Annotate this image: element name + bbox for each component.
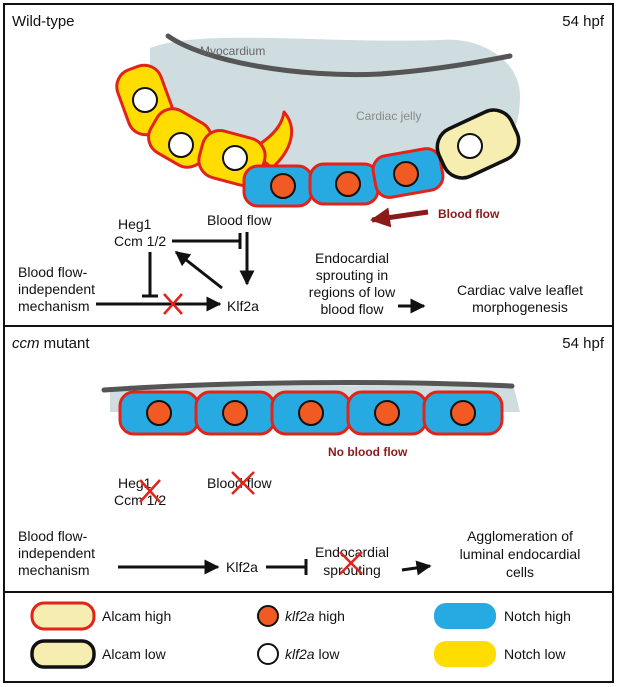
notch-low-label: Notch low — [504, 646, 566, 662]
legend-panel — [3, 591, 614, 683]
klf2a-label: Klf2a — [227, 298, 259, 314]
outcome-label: cells — [506, 564, 534, 580]
klf2a-low-swatch — [257, 643, 279, 665]
blood-flow-label: Blood flow — [207, 475, 272, 491]
myocardium — [101, 380, 515, 393]
arrow-sprouting-to-outcome — [401, 560, 432, 576]
ccm-mutant-panel — [3, 325, 614, 593]
legend-klf2a-high: klf2a high — [257, 605, 345, 627]
independent-mechanism-label: Blood flow- — [18, 528, 88, 544]
outcome-label: luminal endocardial — [460, 546, 581, 562]
klf2a-high-swatch — [257, 605, 279, 627]
sprouting-label: Endocardial — [315, 250, 389, 266]
independent-mechanism-label: independent — [18, 545, 95, 561]
notch-high-label: Notch high — [504, 608, 571, 624]
legend-notch-high: Notch high — [434, 603, 571, 629]
alcam-low-label: Alcam low — [102, 646, 167, 662]
independent-mechanism-label: Blood flow- — [18, 264, 88, 280]
cardiac-jelly-label: Cardiac jelly — [356, 109, 421, 123]
klf2a-high-nucleus — [393, 161, 419, 187]
klf2a-high-nucleus — [374, 400, 400, 426]
blood-flow-arrow — [370, 207, 429, 228]
outcome-label: Agglomeration of — [467, 528, 573, 544]
notch-high-swatch — [434, 603, 496, 629]
klf2a-high-nucleus — [146, 400, 172, 426]
heg1-label: Heg1 — [118, 216, 152, 232]
valve-label: morphogenesis — [472, 299, 568, 315]
klf2a-low-nucleus — [222, 145, 248, 171]
myocardium-label: Myocardium — [200, 44, 265, 58]
alcam-high-swatch — [30, 601, 96, 631]
wild-type-stage: 54 hpf — [562, 13, 605, 30]
independent-mechanism-label: mechanism — [18, 298, 90, 314]
wild-type-title: Wild-type — [12, 13, 75, 30]
valve-label: Cardiac valve leaflet — [457, 282, 583, 298]
legend-alcam-high: Alcam high — [30, 601, 171, 631]
sprouting-label: regions of low — [309, 284, 396, 300]
independent-mechanism-label: independent — [18, 281, 95, 297]
sprouting-label: Endocardial — [315, 544, 389, 560]
heg1-label: Heg1 — [118, 475, 152, 491]
sprouting-label: sprouting in — [316, 267, 388, 283]
klf2a-low-nucleus — [457, 133, 483, 159]
notch-low-swatch — [434, 641, 496, 667]
klf2a-high-nucleus — [450, 400, 476, 426]
klf2a-high-nucleus — [222, 400, 248, 426]
legend-alcam-low: Alcam low — [30, 639, 167, 669]
no-blood-flow-label: No blood flow — [328, 445, 408, 459]
myocardium — [165, 33, 513, 78]
klf2a-high-label: klf2a high — [285, 608, 345, 624]
alcam-high-label: Alcam high — [102, 608, 171, 624]
sprouting-label: blood flow — [320, 301, 384, 317]
klf2a-high-nucleus — [298, 400, 324, 426]
heg1-loss-cross — [139, 479, 161, 503]
legend-klf2a-low: klf2a low — [257, 643, 340, 665]
klf2a-high-nucleus — [270, 173, 296, 199]
alcam-low-swatch — [30, 639, 96, 669]
ccm-mutant-stage: 54 hpf — [562, 335, 605, 352]
klf2a-high-nucleus — [335, 171, 361, 197]
ccm-mutant-title: ccm mutant — [12, 335, 90, 352]
ccm-label: Ccm 1/2 — [114, 233, 166, 249]
klf2a-low-nucleus — [132, 87, 158, 113]
sprouting-loss-cross — [339, 551, 363, 575]
blood-flow-label: Blood flow — [207, 212, 272, 228]
arrow-klf2a-to-ccm — [174, 250, 223, 290]
blood-flow-arrow-label: Blood flow — [438, 207, 500, 221]
independent-mechanism-label: mechanism — [18, 562, 90, 578]
blood-flow-loss-cross — [231, 471, 255, 495]
sprouting-label: sprouting — [323, 562, 381, 578]
inhibition-cross — [163, 293, 183, 315]
legend-notch-low: Notch low — [434, 641, 566, 667]
klf2a-low-label: klf2a low — [285, 646, 340, 662]
klf2a-label: Klf2a — [226, 559, 258, 575]
klf2a-low-nucleus — [168, 132, 194, 158]
